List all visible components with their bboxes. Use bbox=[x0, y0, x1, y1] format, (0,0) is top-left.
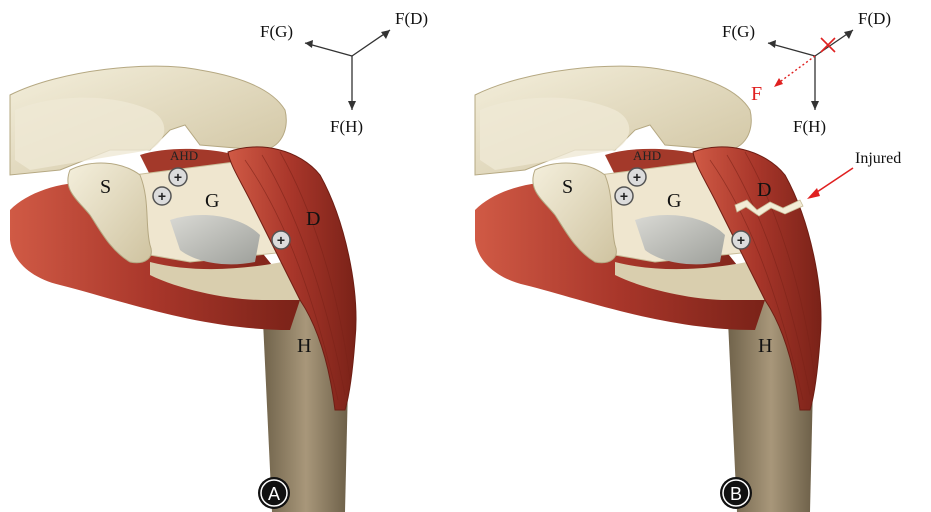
arrow-icon bbox=[807, 188, 820, 199]
force-label-g: F(G) bbox=[260, 22, 293, 41]
arrow-icon bbox=[305, 30, 390, 110]
label-d: D bbox=[306, 208, 320, 230]
label-ahd: AHD bbox=[633, 148, 661, 163]
injury-label: Injured bbox=[855, 150, 901, 167]
svg-text:+: + bbox=[174, 169, 182, 185]
label-s: S bbox=[562, 176, 573, 198]
panel-a: + + + AHD S G D H F(G) F(D) F(H) bbox=[0, 0, 466, 512]
clavicle bbox=[480, 98, 629, 170]
force-label-f: F bbox=[751, 83, 762, 105]
clavicle bbox=[15, 98, 164, 170]
plus-screw-icon: + bbox=[628, 168, 646, 186]
plus-screw-icon: + bbox=[153, 187, 171, 205]
label-g: G bbox=[205, 190, 219, 212]
label-s: S bbox=[100, 176, 111, 198]
plus-screw-icon: + bbox=[615, 187, 633, 205]
svg-text:+: + bbox=[633, 169, 641, 185]
panel-b: + + + AHD S G D H Injured bbox=[465, 0, 931, 512]
force-label-d: F(D) bbox=[858, 9, 891, 28]
arrow-icon bbox=[774, 78, 783, 87]
force-label-h: F(H) bbox=[330, 117, 363, 136]
force-label-g: F(G) bbox=[722, 22, 755, 41]
plus-screw-icon: + bbox=[272, 231, 290, 249]
label-ahd: AHD bbox=[170, 148, 198, 163]
label-h: H bbox=[297, 335, 311, 357]
force-f-line bbox=[777, 56, 815, 84]
shoulder-illustration-b: + + + AHD S G D H Injured bbox=[465, 0, 931, 512]
label-g: G bbox=[667, 190, 681, 212]
svg-text:+: + bbox=[620, 188, 628, 204]
svg-text:+: + bbox=[737, 232, 745, 248]
force-axes bbox=[305, 30, 390, 110]
plus-screw-icon: + bbox=[169, 168, 187, 186]
label-h: H bbox=[758, 335, 772, 357]
panel-letter-b: B bbox=[730, 484, 742, 504]
shoulder-illustration-a: + + + AHD S G D H F(G) F(D) F(H) bbox=[0, 0, 466, 512]
panel-badge-a: A bbox=[258, 477, 290, 509]
panel-letter-a: A bbox=[268, 484, 280, 504]
svg-text:+: + bbox=[158, 188, 166, 204]
label-d: D bbox=[757, 179, 771, 201]
cross-icon bbox=[821, 38, 835, 52]
force-label-d: F(D) bbox=[395, 9, 428, 28]
plus-screw-icon: + bbox=[732, 231, 750, 249]
panel-badge-b: B bbox=[720, 477, 752, 509]
force-axes bbox=[768, 30, 853, 110]
force-label-h: F(H) bbox=[793, 117, 826, 136]
svg-text:+: + bbox=[277, 232, 285, 248]
arrow-icon bbox=[768, 30, 853, 110]
